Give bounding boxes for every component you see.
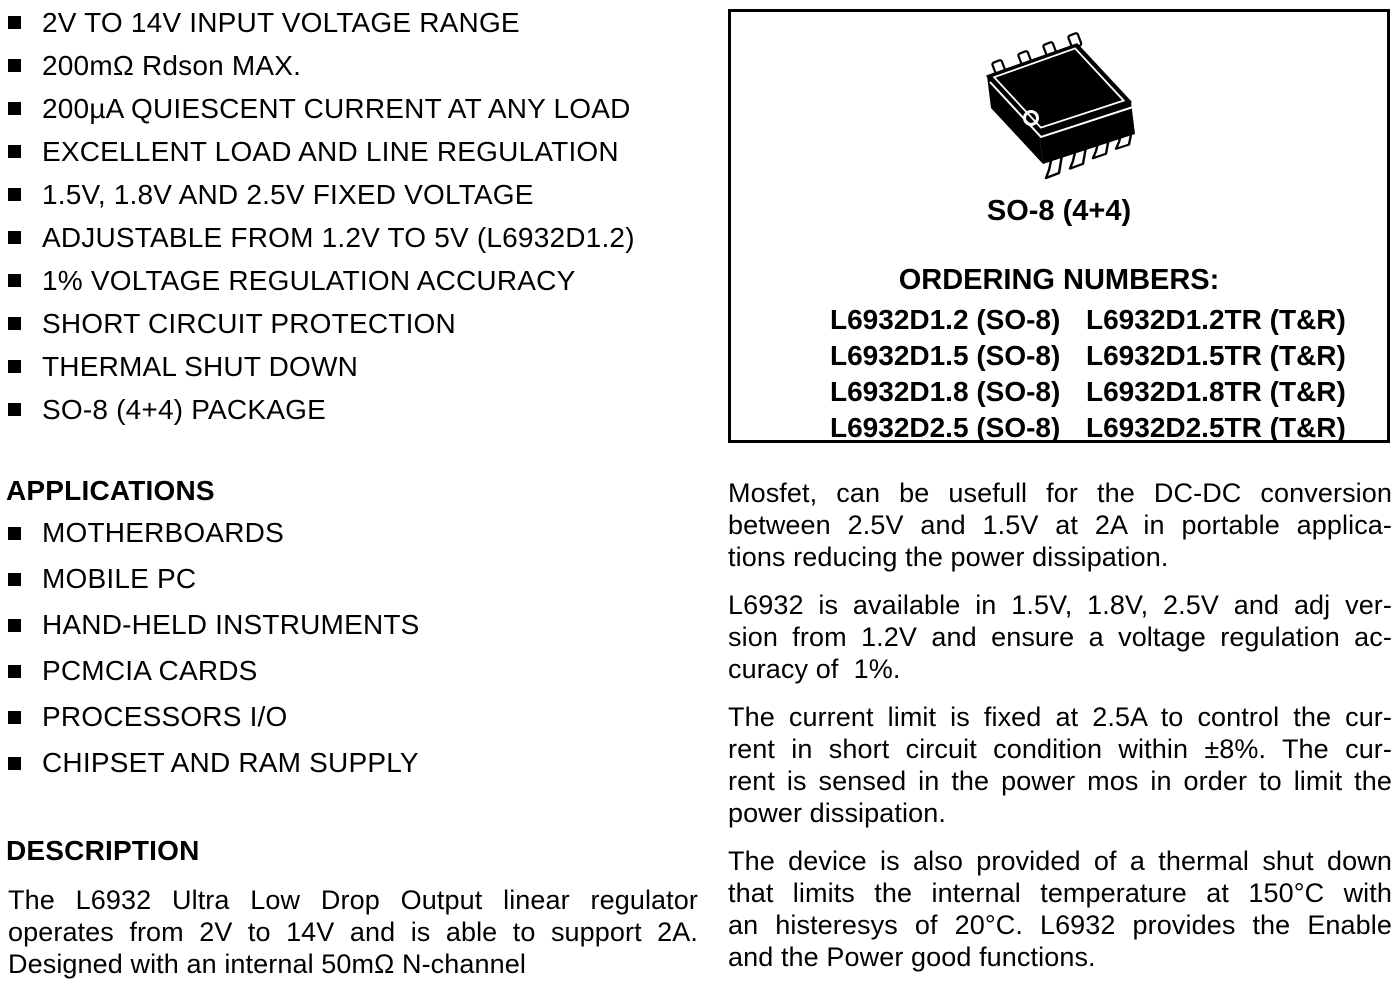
list-item: MOBILE PC <box>8 556 420 602</box>
paragraph: Mosfet, can be usefull for the DC-DC con… <box>728 477 1392 573</box>
bullet-square-icon <box>8 360 21 373</box>
ordering-number-tr: L6932D1.5TR (T&R) <box>1086 340 1346 371</box>
list-item: SHORT CIRCUIT PROTECTION <box>8 302 635 345</box>
bullet-square-icon <box>8 188 21 201</box>
list-item: SO-8 (4+4) PACKAGE <box>8 388 635 431</box>
ordering-row: L6932D2.5 (SO-8) L6932D2.5TR (T&R) <box>731 410 1387 446</box>
ordering-number-tr: L6932D1.2TR (T&R) <box>1086 304 1346 335</box>
feature-label: 200µA QUIESCENT CURRENT AT ANY LOAD <box>42 92 631 124</box>
bullet-square-icon <box>8 145 21 158</box>
bullet-square-icon <box>8 317 21 330</box>
bullet-square-icon <box>8 572 21 586</box>
paragraph-line: power dissipation. <box>728 798 946 828</box>
ordering-number-tr: L6932D2.5TR (T&R) <box>1086 412 1346 443</box>
package-ordering-box: SO-8 (4+4) ORDERING NUMBERS: L6932D1.2 (… <box>728 9 1390 443</box>
bullet-square-icon <box>8 231 21 244</box>
bullet-square-icon <box>8 59 21 72</box>
list-item: THERMAL SHUT DOWN <box>8 345 635 388</box>
paragraph-line: that limits the internal temperature at … <box>728 878 1392 908</box>
paragraph: The device is also provided of a thermal… <box>728 845 1392 973</box>
feature-label: 2V TO 14V INPUT VOLTAGE RANGE <box>42 6 520 38</box>
ordering-number-so8: L6932D1.2 (SO-8) <box>830 304 1061 335</box>
ordering-row: L6932D1.2 (SO-8) L6932D1.2TR (T&R) <box>731 302 1387 338</box>
application-label: MOBILE PC <box>42 563 197 594</box>
ordering-row: L6932D1.5 (SO-8) L6932D1.5TR (T&R) <box>731 338 1387 374</box>
paragraph-line: The L6932 Ultra Low Drop Output linear r… <box>8 885 698 915</box>
list-item: EXCELLENT LOAD AND LINE REGULATION <box>8 130 635 173</box>
feature-label: EXCELLENT LOAD AND LINE REGULATION <box>42 135 619 167</box>
applications-list: MOTHERBOARDS MOBILE PC HAND-HELD INSTRUM… <box>8 510 420 786</box>
bullet-square-icon <box>8 664 21 678</box>
list-item: 1.5V, 1.8V AND 2.5V FIXED VOLTAGE <box>8 173 635 216</box>
application-label: PROCESSORS I/O <box>42 701 288 732</box>
description-heading: DESCRIPTION <box>6 835 200 866</box>
list-item: CHIPSET AND RAM SUPPLY <box>8 740 420 786</box>
so8-package-image <box>986 31 1135 180</box>
feature-label: SHORT CIRCUIT PROTECTION <box>42 307 456 339</box>
bullet-square-icon <box>8 526 21 540</box>
ordering-numbers-title: ORDERING NUMBERS: <box>898 264 1220 296</box>
paragraph-line: curacy of 1%. <box>728 654 901 684</box>
list-item: PROCESSORS I/O <box>8 694 420 740</box>
paragraph-line: rent is sensed in the power mos in order… <box>728 766 1392 796</box>
bullet-square-icon <box>8 274 21 287</box>
paragraph: The current limit is fixed at 2.5A to co… <box>728 701 1392 829</box>
application-label: PCMCIA CARDS <box>42 655 258 686</box>
feature-label: 200mΩ Rdson MAX. <box>42 49 302 81</box>
bullet-square-icon <box>8 710 21 724</box>
list-item: HAND-HELD INSTRUMENTS <box>8 602 420 648</box>
body-text-column: Mosfet, can be usefull for the DC-DC con… <box>728 477 1392 989</box>
feature-label: ADJUSTABLE FROM 1.2V TO 5V (L6932D1.2) <box>42 221 635 253</box>
ordering-number-so8: L6932D2.5 (SO-8) <box>830 412 1061 443</box>
description-paragraph: The L6932 Ultra Low Drop Output linear r… <box>8 884 698 980</box>
bullet-square-icon <box>8 403 21 416</box>
paragraph-line: Mosfet, can be usefull for the DC-DC con… <box>728 478 1392 508</box>
paragraph-line: The device is also provided of a thermal… <box>728 846 1392 876</box>
ordering-number-tr: L6932D1.8TR (T&R) <box>1086 376 1346 407</box>
paragraph-line: L6932 is available in 1.5V, 1.8V, 2.5V a… <box>728 590 1392 620</box>
feature-label: SO-8 (4+4) PACKAGE <box>42 393 326 425</box>
paragraph-line: an histeresys of 20°C. L6932 provides th… <box>728 910 1392 940</box>
bullet-square-icon <box>8 756 21 770</box>
paragraph-line: sion from 1.2V and ensure a voltage regu… <box>728 622 1392 652</box>
ordering-number-so8: L6932D1.8 (SO-8) <box>830 376 1061 407</box>
paragraph-line: The current limit is fixed at 2.5A to co… <box>728 702 1392 732</box>
application-label: HAND-HELD INSTRUMENTS <box>42 609 420 640</box>
ordering-row: L6932D1.8 (SO-8) L6932D1.8TR (T&R) <box>731 374 1387 410</box>
paragraph-line: between 2.5V and 1.5V at 2A in portable … <box>728 510 1392 540</box>
list-item: 2V TO 14V INPUT VOLTAGE RANGE <box>8 1 635 44</box>
list-item: MOTHERBOARDS <box>8 510 420 556</box>
feature-label: 1% VOLTAGE REGULATION ACCURACY <box>42 264 576 296</box>
paragraph-line: operates from 2V to 14V and is able to s… <box>8 917 698 947</box>
paragraph-line: tions reducing the power dissipation. <box>728 542 1169 572</box>
feature-label: 1.5V, 1.8V AND 2.5V FIXED VOLTAGE <box>42 178 534 210</box>
applications-heading: APPLICATIONS <box>6 475 215 506</box>
application-label: CHIPSET AND RAM SUPPLY <box>42 747 419 778</box>
ordering-numbers-list: L6932D1.2 (SO-8) L6932D1.2TR (T&R) L6932… <box>731 302 1387 446</box>
list-item: 1% VOLTAGE REGULATION ACCURACY <box>8 259 635 302</box>
list-item: PCMCIA CARDS <box>8 648 420 694</box>
ordering-number-so8: L6932D1.5 (SO-8) <box>830 340 1061 371</box>
features-list: 2V TO 14V INPUT VOLTAGE RANGE 200mΩ Rdso… <box>8 1 635 431</box>
list-item: ADJUSTABLE FROM 1.2V TO 5V (L6932D1.2) <box>8 216 635 259</box>
package-label: SO-8 (4+4) <box>986 195 1132 227</box>
paragraph-line: rent in short circuit condition within ±… <box>728 734 1392 764</box>
bullet-square-icon <box>8 16 21 29</box>
paragraph: L6932 is available in 1.5V, 1.8V, 2.5V a… <box>728 589 1392 685</box>
list-item: 200mΩ Rdson MAX. <box>8 44 635 87</box>
bullet-square-icon <box>8 102 21 115</box>
bullet-square-icon <box>8 618 21 632</box>
feature-label: THERMAL SHUT DOWN <box>42 350 359 382</box>
paragraph-line: Designed with an internal 50mΩ N-channel <box>8 949 526 979</box>
list-item: 200µA QUIESCENT CURRENT AT ANY LOAD <box>8 87 635 130</box>
paragraph-line: and the Power good functions. <box>728 942 1096 972</box>
application-label: MOTHERBOARDS <box>42 517 284 548</box>
